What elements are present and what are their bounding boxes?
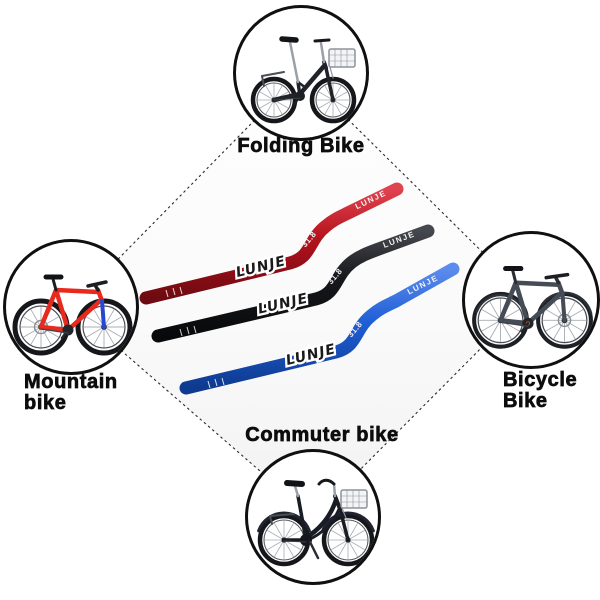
folding-bike-illustration [236,36,366,138]
blue-bar-graffiti: LUNJE [284,341,337,369]
mountain-bike-label-line1: Mountain [24,371,118,393]
mountain-bike-label-line2: bike [24,392,67,414]
mountain-bike-illustration [6,274,136,372]
commuter-bike-illustration [257,478,375,582]
bicycle-bike-photo [462,231,600,369]
black-bar-graffiti: LUNJE [256,291,309,318]
photo-backdrop-diamond [71,73,530,517]
bicycle-bike-label-line1: Bicycle [503,369,578,391]
blue-riser-handlebar: LUNJE 31.8 LUNJE [179,262,460,395]
commuter-bike-label: Commuter bike [245,424,399,446]
commuter-bike-photo [245,449,381,585]
front-basket [328,48,356,79]
folding-bike-label: Folding Bike [237,135,365,157]
bicycle-bike-illustration [465,265,597,366]
red-riser-handlebar: LUNJE 31.8 LUNJE [139,182,404,305]
connector-left-bottom [70,306,314,518]
mountain-bike-photo [3,239,139,375]
folding-bike-photo [233,5,369,141]
front-basket [340,489,368,519]
bicycle-bike-label-line2: Bike [503,390,548,412]
red-bar-graffiti: LUNJE [234,253,287,281]
connector-top-right [300,72,531,300]
